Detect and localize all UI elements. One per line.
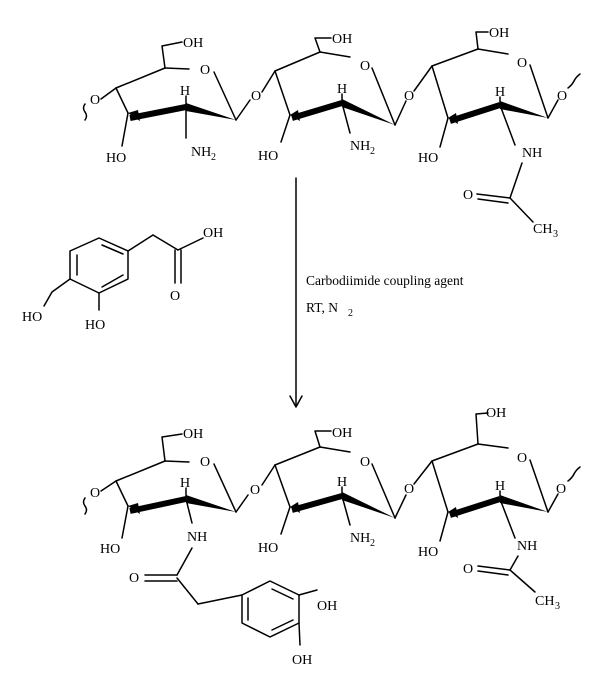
glycosidic-oxygen-left: O bbox=[90, 486, 100, 501]
ring-oxygen: O bbox=[200, 455, 210, 470]
amine-c2: NH bbox=[350, 531, 370, 546]
hydroxyl-c3: HO bbox=[258, 541, 278, 556]
amide-carbonyl-oxygen: O bbox=[129, 571, 139, 586]
product-catechol-chitosan: O OH O H HO NH O bbox=[82, 406, 581, 668]
glycosidic-oxygen-right: O bbox=[556, 482, 566, 497]
hydroxyl-c3: HO bbox=[106, 151, 126, 166]
hydroxyl-c3: HO bbox=[258, 149, 278, 164]
wavy-chain-end-left bbox=[82, 497, 88, 515]
carboxylic-hydroxyl: OH bbox=[203, 226, 223, 241]
hydroxyl-c6: OH bbox=[486, 406, 506, 421]
reaction-condition-subscript: 2 bbox=[348, 308, 353, 319]
ring-3-n-acetylglucosamine: OH O H O HO NH O CH 3 bbox=[418, 26, 581, 240]
amine-c2-subscript: 2 bbox=[211, 152, 216, 163]
carboxylic-oxygen: O bbox=[170, 289, 180, 304]
glycosidic-bond-2 bbox=[394, 100, 407, 126]
methyl-subscript: 3 bbox=[553, 229, 558, 240]
ring-hydrogen: H bbox=[495, 479, 505, 494]
wavy-chain-end-right bbox=[567, 73, 581, 89]
glycosidic-bond-2 bbox=[394, 494, 407, 519]
hydroxyl-c6: OH bbox=[332, 426, 352, 441]
reaction-arrow bbox=[289, 177, 303, 408]
ring-oxygen: O bbox=[360, 59, 370, 74]
catechol-hydroxyl-3: OH bbox=[292, 653, 312, 668]
amide-nh: NH bbox=[187, 530, 207, 545]
hydroxyl-c6: OH bbox=[183, 36, 203, 51]
carbonyl-oxygen: O bbox=[463, 188, 473, 203]
catechol-hydroxyl-4: HO bbox=[22, 310, 42, 325]
ring-oxygen: O bbox=[200, 63, 210, 78]
wavy-chain-end-right bbox=[567, 466, 581, 482]
amine-c2: NH bbox=[191, 145, 211, 160]
reagent-dopac: OH O HO HO bbox=[22, 226, 223, 333]
amine-c2-subscript: 2 bbox=[370, 538, 375, 549]
acetamide-nh: NH bbox=[522, 146, 542, 161]
ring-2-glucosamine: OH O H NH 2 HO bbox=[258, 426, 396, 556]
hydroxyl-c3: HO bbox=[418, 545, 438, 560]
methyl-subscript: 3 bbox=[555, 601, 560, 612]
hydroxyl-c3: HO bbox=[418, 151, 438, 166]
ring-1-modified: OH O H HO NH O OH bbox=[100, 427, 337, 668]
hydroxyl-c3: HO bbox=[100, 542, 120, 557]
hydroxyl-c6: OH bbox=[332, 32, 352, 47]
glycosidic-oxygen-1: O bbox=[250, 483, 260, 498]
reactant-chitosan: O OH O H NH 2 HO O bbox=[82, 26, 581, 240]
ring-oxygen: O bbox=[517, 451, 527, 466]
ring-hydrogen: H bbox=[180, 476, 190, 491]
ring-oxygen: O bbox=[517, 56, 527, 71]
glycosidic-bond-1 bbox=[235, 99, 251, 121]
ring-1-glucosamine: OH O H NH 2 HO bbox=[100, 36, 237, 166]
ring-hydrogen: H bbox=[495, 85, 505, 100]
ring-hydrogen: H bbox=[337, 82, 347, 97]
acetamide-nh: NH bbox=[517, 539, 537, 554]
ring-hydrogen: H bbox=[180, 84, 190, 99]
glycosidic-bond-1 bbox=[235, 494, 249, 513]
glycosidic-oxygen-2: O bbox=[404, 482, 414, 497]
methyl-group: CH bbox=[535, 594, 554, 609]
hydroxyl-c6: OH bbox=[489, 26, 509, 41]
glycosidic-oxygen-2: O bbox=[404, 89, 414, 104]
catechol-hydroxyl-4: OH bbox=[317, 599, 337, 614]
carbonyl-oxygen: O bbox=[463, 562, 473, 577]
hydroxyl-c6: OH bbox=[183, 427, 203, 442]
ring-hydrogen: H bbox=[337, 475, 347, 490]
ring-oxygen: O bbox=[360, 455, 370, 470]
ring-2-glucosamine: OH O H NH 2 HO bbox=[258, 32, 396, 164]
reaction-condition-reagent: Carbodiimide coupling agent bbox=[306, 273, 464, 288]
amine-c2: NH bbox=[350, 139, 370, 154]
ring-3-n-acetylglucosamine: OH O H O HO NH O CH 3 bbox=[418, 406, 581, 612]
wavy-chain-end-left bbox=[82, 103, 88, 121]
catechol-hydroxyl-3: HO bbox=[85, 318, 105, 333]
amine-c2-subscript: 2 bbox=[370, 146, 375, 157]
reaction-condition-environment: RT, N bbox=[306, 300, 338, 315]
glycosidic-oxygen-right: O bbox=[557, 89, 567, 104]
glycosidic-oxygen-left: O bbox=[90, 93, 100, 108]
glycosidic-oxygen-1: O bbox=[251, 89, 261, 104]
methyl-group: CH bbox=[533, 222, 552, 237]
